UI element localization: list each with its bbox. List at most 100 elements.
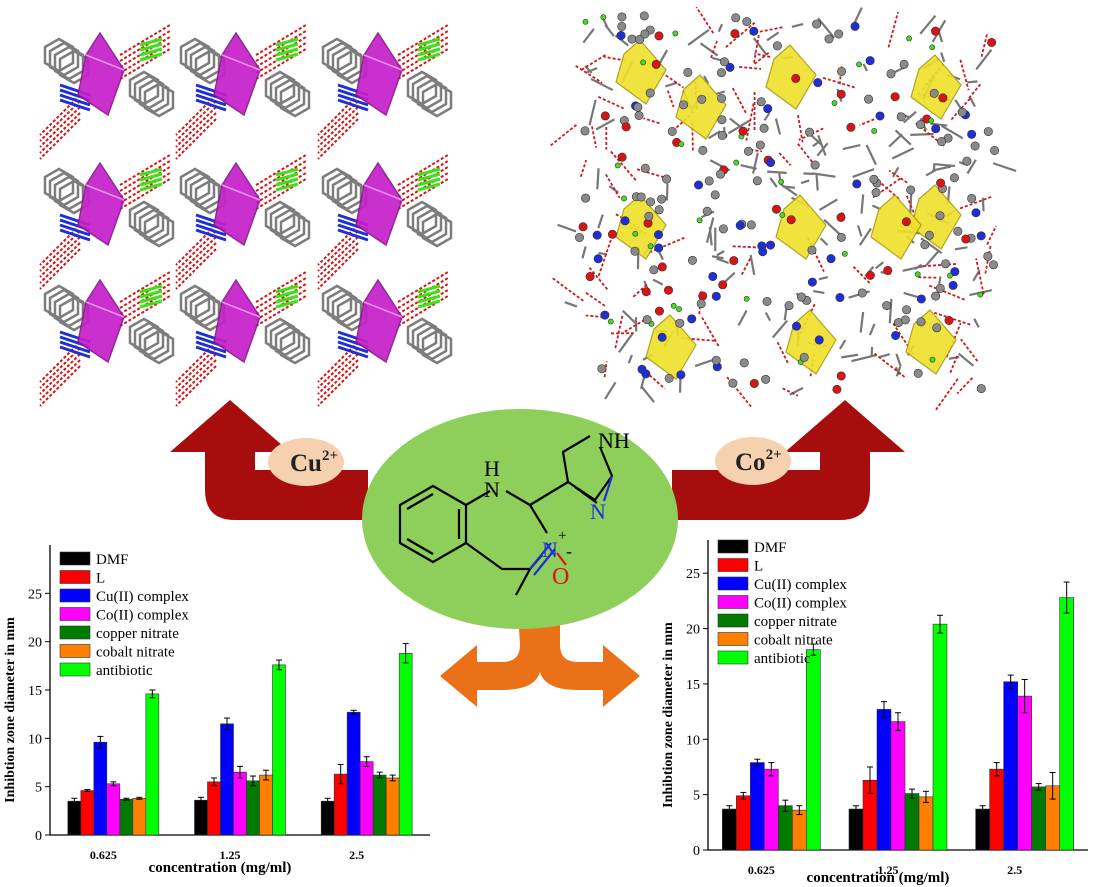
h-bond-stick — [417, 289, 441, 299]
carbon-atom — [957, 107, 967, 117]
c-bond — [597, 214, 604, 229]
y-tick-label: 0 — [693, 844, 700, 859]
legend-label: antibiotic — [96, 663, 153, 679]
carbon-atom — [989, 260, 999, 270]
c-bond — [752, 37, 768, 56]
aromatic-ring — [279, 82, 311, 118]
carbon-atom — [871, 187, 881, 197]
cu-coordination-polyhedron — [355, 31, 403, 117]
bar — [975, 808, 990, 851]
c-bond — [711, 255, 724, 260]
aromatic-ring — [43, 37, 75, 73]
aromatic-ring — [138, 78, 170, 114]
hydrogen-atom — [582, 18, 589, 25]
oxygen-atom — [621, 122, 631, 132]
carbon-atom — [711, 355, 721, 365]
carbon-atom — [574, 232, 584, 242]
bar — [1059, 597, 1074, 851]
nitrogen-atom — [637, 364, 647, 374]
aromatic-ring — [406, 70, 438, 106]
carbon-atom — [869, 174, 879, 184]
carbon-atom — [759, 123, 769, 133]
n-bond — [337, 93, 369, 107]
hydrogen-bond — [175, 242, 217, 284]
c-bond — [902, 264, 925, 272]
red-arrows — [170, 400, 905, 520]
aromatic-ring — [421, 212, 453, 248]
legend-swatch — [59, 625, 91, 640]
co-coordination-polyhedron — [785, 309, 837, 375]
svg-text:Cu2+: Cu2+ — [290, 448, 338, 477]
aromatic-ring — [179, 37, 211, 73]
hydrogen-bond — [39, 112, 81, 154]
c-bond — [818, 275, 829, 281]
y-tick-label: 20 — [686, 623, 700, 638]
hydrogen-bond — [740, 257, 752, 276]
hydrogen-bond — [255, 30, 307, 62]
hydrogen-bond — [119, 166, 171, 198]
cu-coordination-polyhedron — [213, 278, 261, 364]
carbon-atom — [698, 145, 708, 155]
h-bond-stick — [275, 177, 299, 187]
right-red-arrow — [672, 400, 905, 520]
c-bond — [817, 17, 836, 39]
y-tick-label: 10 — [686, 733, 700, 748]
h-bond-stick — [275, 47, 299, 57]
oxygen-atom — [651, 59, 661, 69]
c-bond — [888, 298, 893, 324]
c-bond — [909, 192, 913, 214]
hydrogen-atom — [871, 128, 878, 134]
aromatic-ring — [43, 167, 75, 203]
carbon-atom — [697, 94, 707, 104]
bar — [346, 711, 361, 836]
carbon-atom — [900, 315, 910, 325]
hydrogen-bond — [701, 317, 720, 347]
n-bond — [337, 223, 369, 237]
co-ion-charge: 2+ — [766, 447, 782, 463]
hydrogen-bond — [39, 248, 81, 290]
nitrogen-atom — [654, 243, 664, 253]
c-bond — [621, 309, 638, 325]
aromatic-ring — [421, 82, 453, 118]
h-bond-stick — [275, 172, 299, 182]
bar — [259, 774, 273, 836]
hydrogen-bond — [175, 118, 217, 160]
co-ion-badge: Co2+ — [715, 437, 791, 485]
carbon-atom — [597, 364, 607, 374]
molecule-backdrop — [362, 409, 678, 629]
c-bond — [948, 355, 960, 360]
legend-label: L — [96, 571, 105, 587]
aromatic-ring — [321, 37, 353, 73]
svg-text:Co2+: Co2+ — [735, 447, 782, 476]
co-coordination-polyhedron — [910, 54, 962, 120]
y-tick-label: 25 — [28, 587, 42, 602]
hydrogen-bond — [255, 160, 307, 192]
aromatic-ring — [321, 284, 353, 320]
polyhedron-edge — [85, 54, 125, 71]
c-bond — [914, 263, 923, 270]
carbon-atom — [906, 185, 916, 195]
aromatic-ring — [128, 317, 160, 353]
c-bond — [860, 194, 865, 214]
bar — [1031, 786, 1046, 851]
c-bond — [703, 75, 710, 84]
hydrogen-bond — [39, 94, 81, 136]
aromatic-ring — [406, 317, 438, 353]
hydrogen-bond — [949, 355, 958, 375]
c-bond — [767, 170, 787, 174]
nitrogen-atom — [948, 280, 958, 290]
aromatic-ring — [279, 329, 311, 365]
c-bond — [972, 269, 981, 282]
hydrogen-bond — [397, 154, 449, 186]
nitrogen-atom — [766, 158, 776, 168]
hydrogen-bond — [610, 150, 638, 182]
oxygen-atom — [786, 215, 796, 225]
hydrogen-bond — [956, 377, 974, 395]
carbon-atom — [580, 126, 590, 136]
oxygen-atom — [836, 212, 846, 222]
legend-swatch — [717, 595, 749, 609]
oxygen-atom — [791, 73, 801, 83]
c-bond — [771, 319, 789, 339]
hydrogen-bond — [119, 160, 171, 192]
